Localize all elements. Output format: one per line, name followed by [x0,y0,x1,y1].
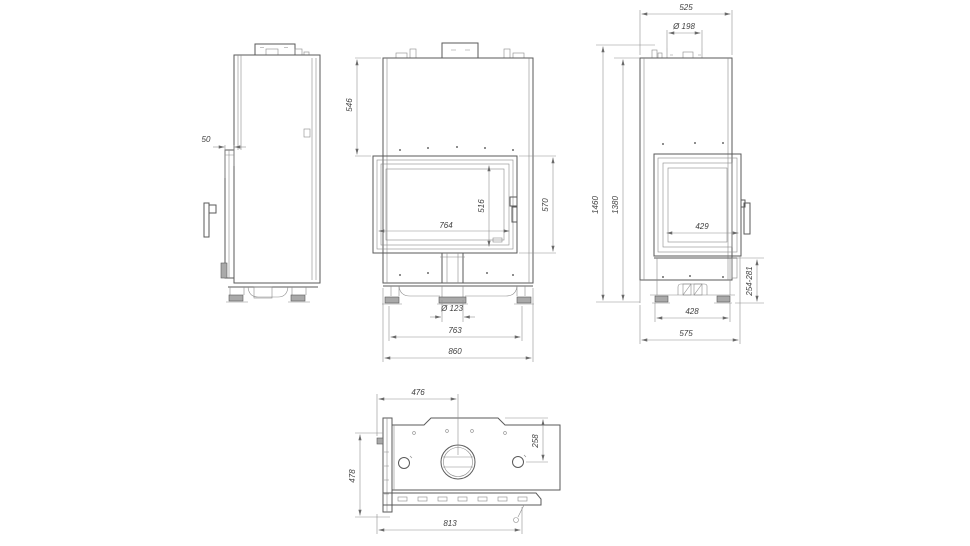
view-bottom: 476 258 478 813 [348,388,561,534]
flue-collar [682,51,694,59]
door-glass [380,163,510,246]
detail-marker-circle [513,517,519,523]
front-view-dimensions: 546 764 516 570 Ø 123 763 860 [345,57,556,362]
leveling-foot [228,294,244,302]
door-handle-side [203,202,210,238]
bottom-view-dimensions: 476 258 478 813 [348,388,548,534]
door-handle-front [509,196,518,207]
dim-right-body-depth: 525 [679,3,693,12]
mounting-hole-left [398,457,410,469]
leveling-foot [516,296,532,304]
right-view-outline [639,48,751,304]
dim-right-base-width: 428 [685,307,699,316]
view-left-side: 50 [202,43,321,303]
dim-bottom-overall-depth: 478 [348,469,357,483]
back-flange [382,417,393,513]
dim-right-overall-height: 1460 [591,196,600,214]
base-plate-outline [391,417,561,491]
brand-plate [492,237,503,243]
leveling-foot [384,296,400,304]
leveling-foot [654,295,669,303]
dim-left-door-protrusion: 50 [202,135,211,144]
pedestal-leg [441,252,464,284]
leveling-foot [716,295,731,303]
body-side-panel [233,54,321,284]
left-view-dimensions: 50 [202,135,246,178]
dim-front-top-height: 546 [345,98,354,112]
dim-bottom-back-to-axis: 476 [411,388,425,397]
flue-stub-side [254,43,296,56]
side-door-glass [662,162,733,248]
dim-bottom-side-to-axis: 258 [531,434,540,449]
dim-front-overall-width: 860 [448,347,462,356]
dim-bottom-overall-width: 813 [443,519,457,528]
door-frame [372,155,518,254]
dim-front-feet-spacing: 763 [448,326,462,335]
dim-right-side-glass-width: 429 [695,222,709,231]
flue-connector-box [441,42,479,59]
dim-front-glass-height: 516 [477,199,486,213]
right-view-dimensions: 525 Ø 198 1460 1380 429 254-281 428 575 [591,3,764,344]
dim-right-body-height: 1380 [611,196,620,214]
mounting-hole-right [512,456,524,468]
dim-right-flue-diameter: Ø 198 [672,22,695,31]
door-edge-profile [224,149,235,279]
view-front: 546 764 516 570 Ø 123 763 860 [345,42,556,362]
dim-right-overall-depth: 575 [679,329,693,338]
front-edge-strip [383,492,542,506]
bottom-view-outline [376,417,561,523]
leveling-foot [290,294,306,302]
pedestal-foot [438,296,467,304]
view-right-side: 525 Ø 198 1460 1380 429 254-281 428 575 [591,3,764,344]
dim-front-glass-width: 764 [439,221,453,230]
left-view-outline [203,43,321,303]
dim-front-door-height: 570 [541,198,550,212]
front-view-outline [372,42,534,305]
dim-right-base-height-range: 254-281 [745,266,754,296]
dim-front-leg-diameter: Ø 123 [440,304,463,313]
